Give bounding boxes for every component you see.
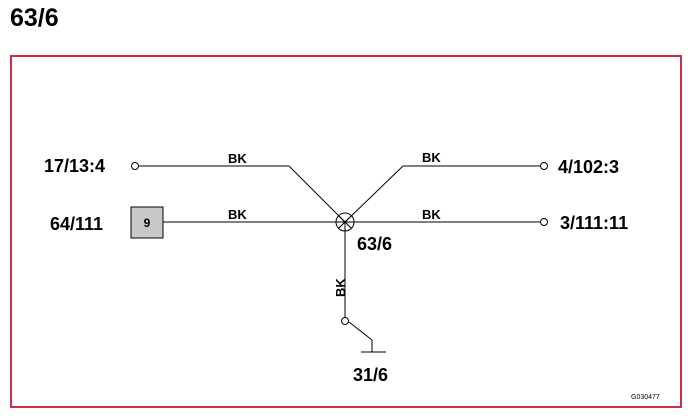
terminal-ground	[341, 317, 349, 325]
component-box	[130, 206, 164, 239]
terminal-right-bottom	[540, 218, 548, 226]
wire-label-right-bottom: BK	[422, 207, 441, 222]
wire-label-right-top: BK	[422, 150, 441, 165]
component-box-label: 9	[144, 216, 151, 230]
wire-label-down: BK	[333, 278, 348, 297]
ground-label: 31/6	[353, 365, 388, 385]
diagram-frame	[10, 55, 682, 408]
terminal-label-right-top: 4/102:3	[558, 157, 619, 177]
terminal-label-left-top: 17/13:4	[44, 156, 105, 176]
wire-label-left-top: BK	[228, 151, 247, 166]
splice-label: 63/6	[357, 234, 392, 254]
terminal-right-top	[540, 162, 548, 170]
wire-label-left-bottom: BK	[228, 207, 247, 222]
wire-left-top-diagonal	[288, 165, 346, 223]
terminal-label-right-bottom: 3/111:11	[560, 213, 628, 233]
splice-icon	[335, 212, 355, 232]
terminal-label-left-bottom: 64/111	[50, 214, 103, 234]
wire-right-top-diagonal	[344, 165, 404, 223]
terminal-left-top	[131, 162, 139, 170]
page-title: 63/6	[10, 4, 59, 32]
drawing-id: G030477	[631, 394, 660, 401]
ground-switch-arm	[348, 321, 373, 341]
